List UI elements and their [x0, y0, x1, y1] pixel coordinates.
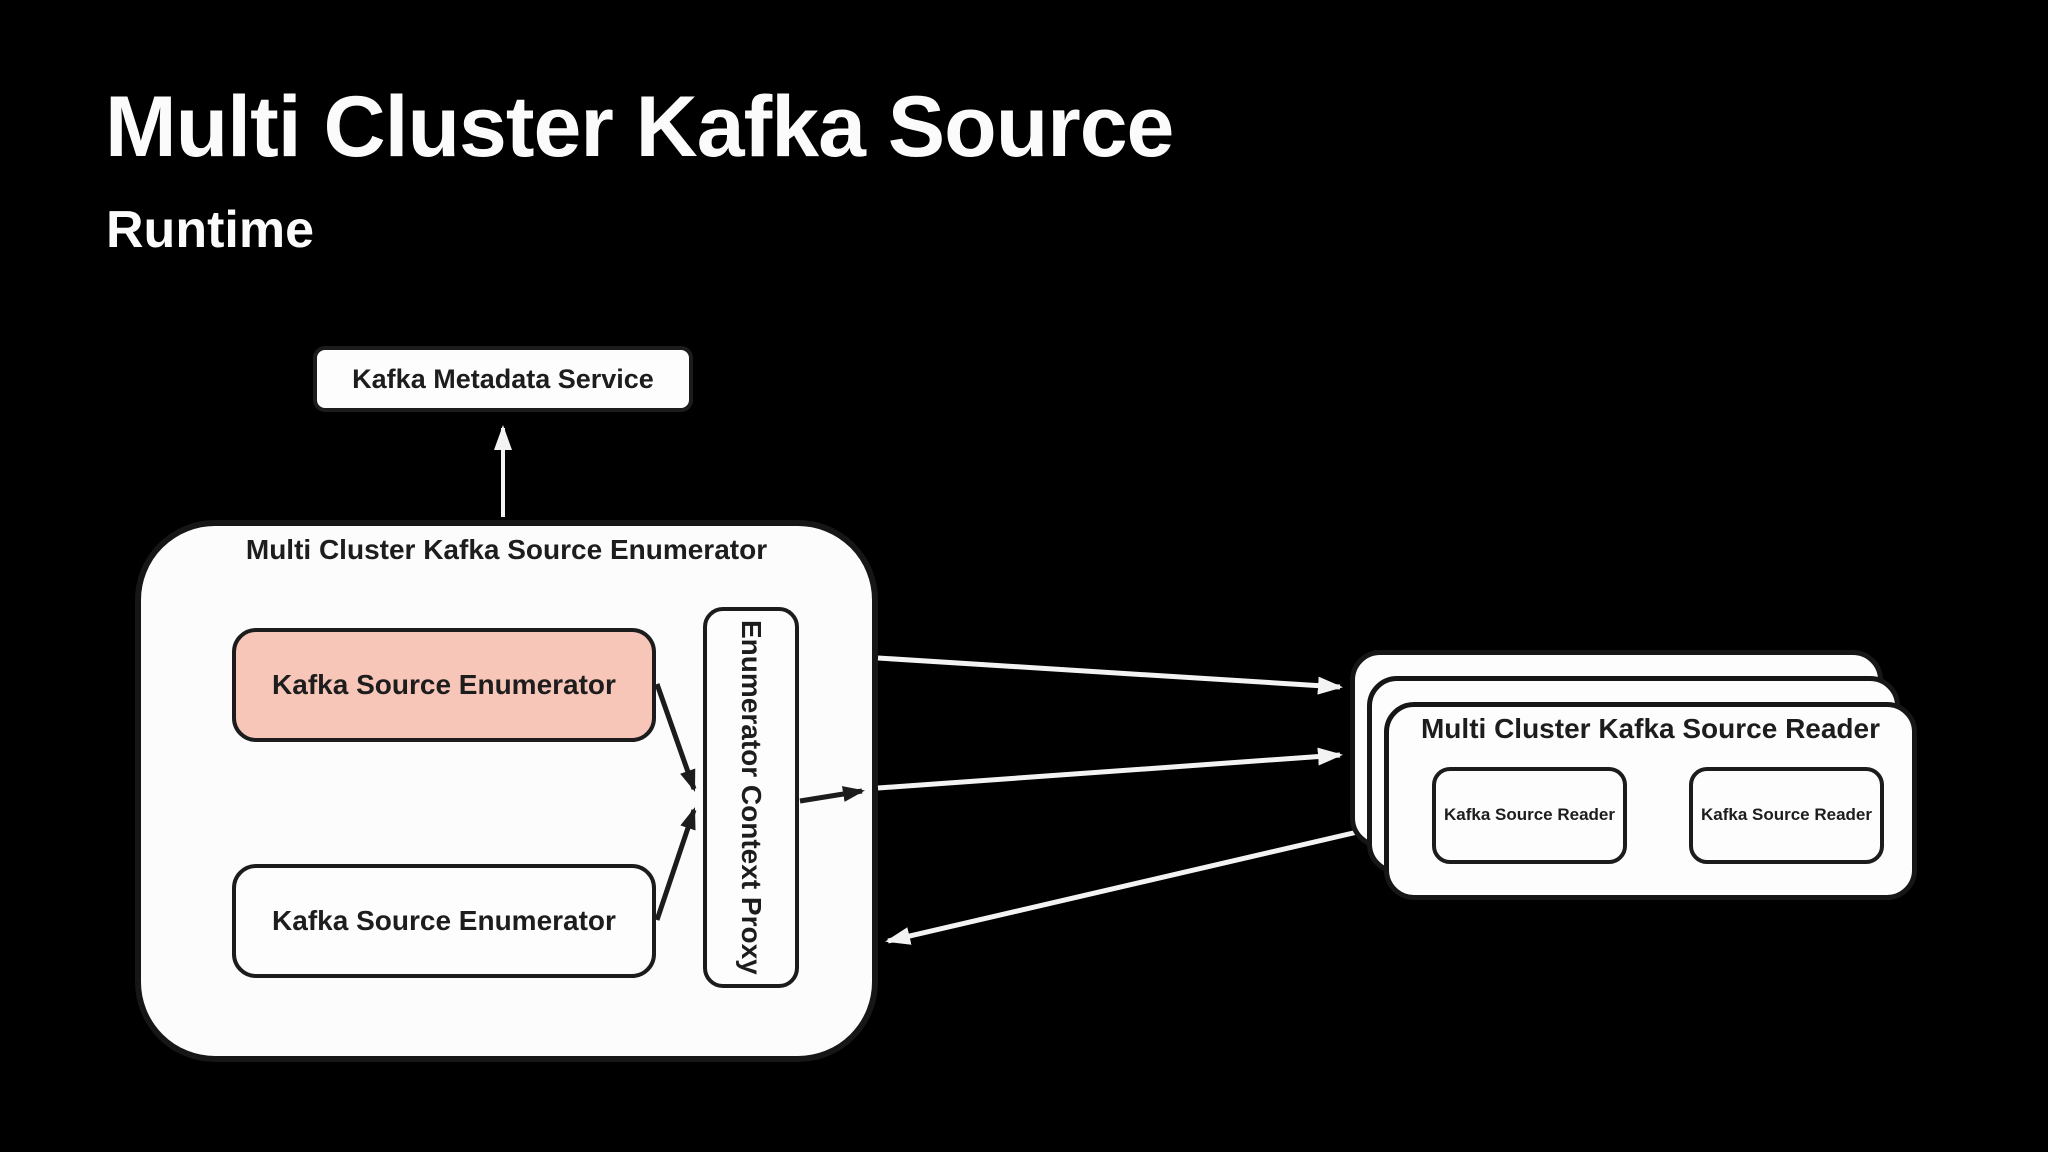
kafka-source-enumerator-idle-label: Kafka Source Enumerator [272, 905, 616, 936]
kafka-source-reader-label-1: Kafka Source Reader [1443, 805, 1616, 825]
reader-to-enumerator-arrow [885, 821, 1393, 945]
kafka-source-enumerator-active-label: Kafka Source Enumerator [272, 669, 616, 700]
enumerator-container-title: Multi Cluster Kafka Source Enumerator [245, 534, 768, 565]
kafka-source-reader-box-2: Kafka Source Reader [1689, 767, 1884, 864]
enumerator-context-proxy-box: Enumerator Context Proxy [703, 607, 799, 988]
kafka-metadata-service-box: Kafka Metadata Service [313, 346, 693, 412]
slide-title: Multi Cluster Kafka Source [105, 79, 1174, 175]
kafka-source-reader-box-1: Kafka Source Reader [1432, 767, 1627, 864]
enumerator-context-proxy-label: Enumerator Context Proxy [736, 620, 767, 975]
kafka-source-reader-label-2: Kafka Source Reader [1700, 805, 1873, 825]
kafka-metadata-service-label: Kafka Metadata Service [352, 363, 654, 394]
slide-subtitle: Runtime [106, 201, 314, 259]
proxy-to-reader-arrow [877, 747, 1343, 791]
kafka-source-enumerator-active-box: Kafka Source Enumerator [232, 628, 656, 742]
enumerator-to-reader-arrow [877, 655, 1343, 695]
reader-container-title: Multi Cluster Kafka Source Reader [1420, 713, 1881, 744]
kafka-source-enumerator-idle-box: Kafka Source Enumerator [232, 864, 656, 978]
multi-cluster-reader-container: Multi Cluster Kafka Source Reader Kafka … [1384, 702, 1917, 900]
